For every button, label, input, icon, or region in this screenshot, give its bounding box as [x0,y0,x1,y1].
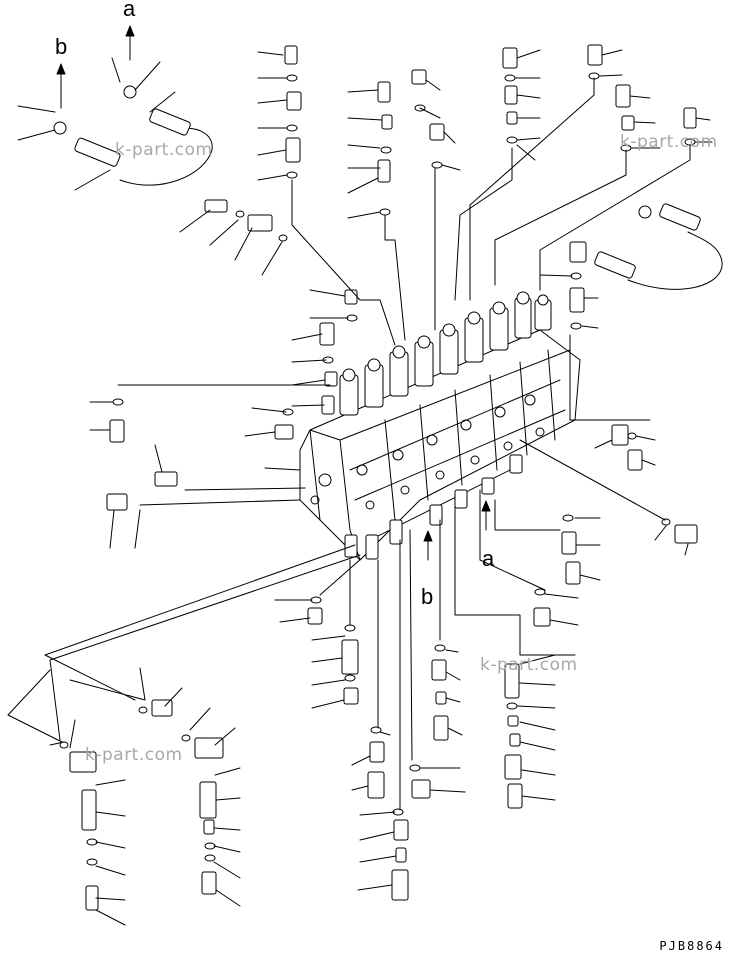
hose-assembly-top-left [53,85,213,186]
flow-label-a-top: a [123,0,136,21]
leader-lines [17,49,713,926]
control-valve-body [299,291,581,561]
flow-arrows [56,25,491,561]
flow-label-b-center: b [421,584,434,609]
watermark-bottom-left: k-part.com [85,745,183,765]
watermark-top-right: k-part.com [620,132,718,152]
routing-lines [7,77,691,811]
drawing-code: PJB8864 [659,939,724,953]
watermark-top-left: k-part.com [115,140,213,160]
flow-label-a-center: a [482,546,495,571]
fittings [59,44,698,911]
hose-assembly-right [571,203,723,290]
flow-label-b-top: b [55,34,68,59]
watermark-bottom-center: k-part.com [480,655,578,675]
